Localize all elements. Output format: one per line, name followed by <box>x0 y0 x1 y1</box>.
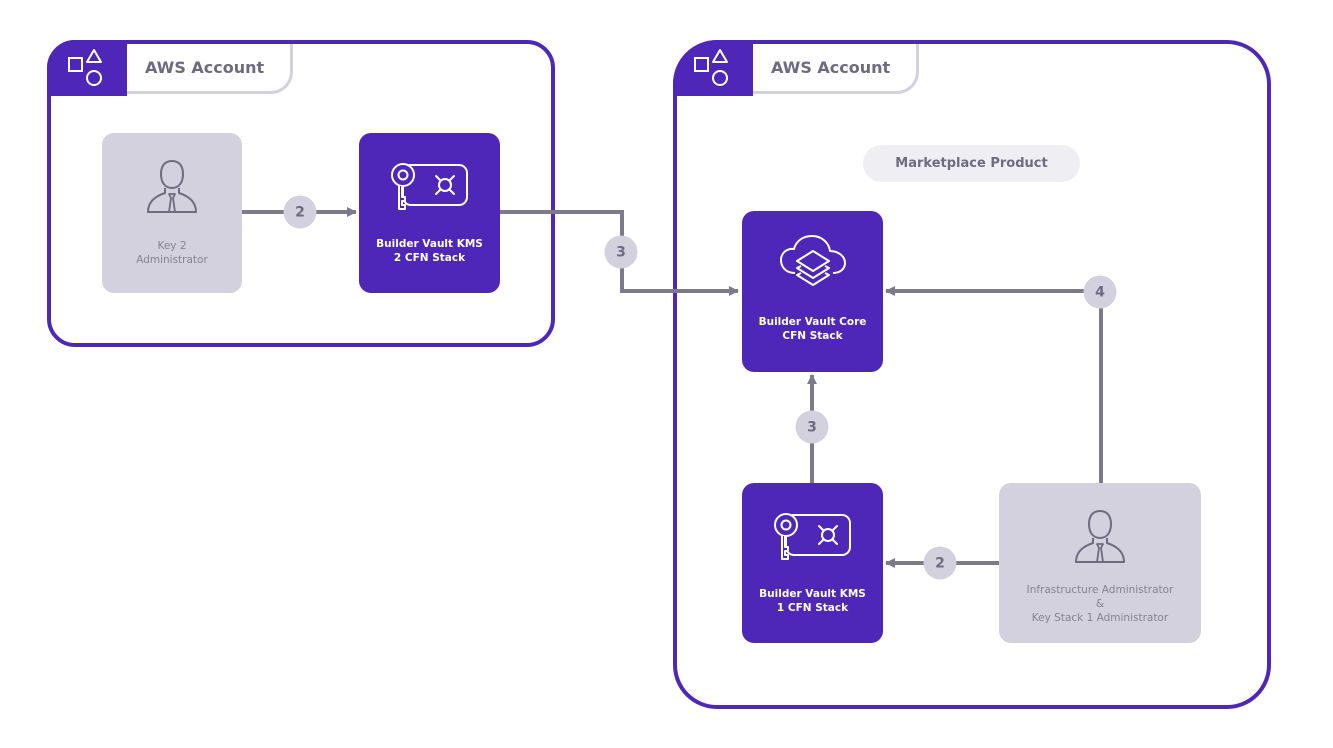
user-icon <box>144 155 200 219</box>
node-label: Infrastructure Administrator & Key Stack… <box>1026 584 1174 624</box>
account-header: AWS Account <box>47 40 293 96</box>
step-badge: 3 <box>795 410 829 444</box>
node-builder-vault-kms1[interactable]: Builder Vault KMS 1 CFN Stack <box>742 483 883 643</box>
node-builder-vault-kms2[interactable]: Builder Vault KMS 2 CFN Stack <box>359 133 500 293</box>
step-badge: 4 <box>1083 275 1117 309</box>
node-infrastructure-administrator[interactable]: Infrastructure Administrator & Key Stack… <box>999 483 1201 643</box>
node-key2-administrator[interactable]: Key 2 Administrator <box>102 133 242 293</box>
node-builder-vault-core[interactable]: Builder Vault Core CFN Stack <box>742 211 883 372</box>
key-vault-icon <box>389 155 471 219</box>
step-badge: 2 <box>923 546 957 580</box>
node-label: Key 2 Administrator <box>136 240 208 266</box>
account-title: AWS Account <box>753 44 919 94</box>
shapes-icon <box>673 40 753 96</box>
node-label: Builder Vault KMS 2 CFN Stack <box>376 238 483 264</box>
step-badge: 3 <box>604 235 638 269</box>
step-badge: 2 <box>283 195 317 229</box>
cloud-layers-icon <box>777 233 849 297</box>
node-label: Builder Vault Core CFN Stack <box>758 316 867 342</box>
key-vault-icon <box>772 505 854 569</box>
shapes-icon <box>47 40 127 96</box>
user-icon <box>1072 505 1128 569</box>
marketplace-product-label: Marketplace Product <box>863 145 1080 182</box>
account-header: AWS Account <box>673 40 919 96</box>
node-label: Builder Vault KMS 1 CFN Stack <box>759 588 866 614</box>
account-title: AWS Account <box>127 44 293 94</box>
